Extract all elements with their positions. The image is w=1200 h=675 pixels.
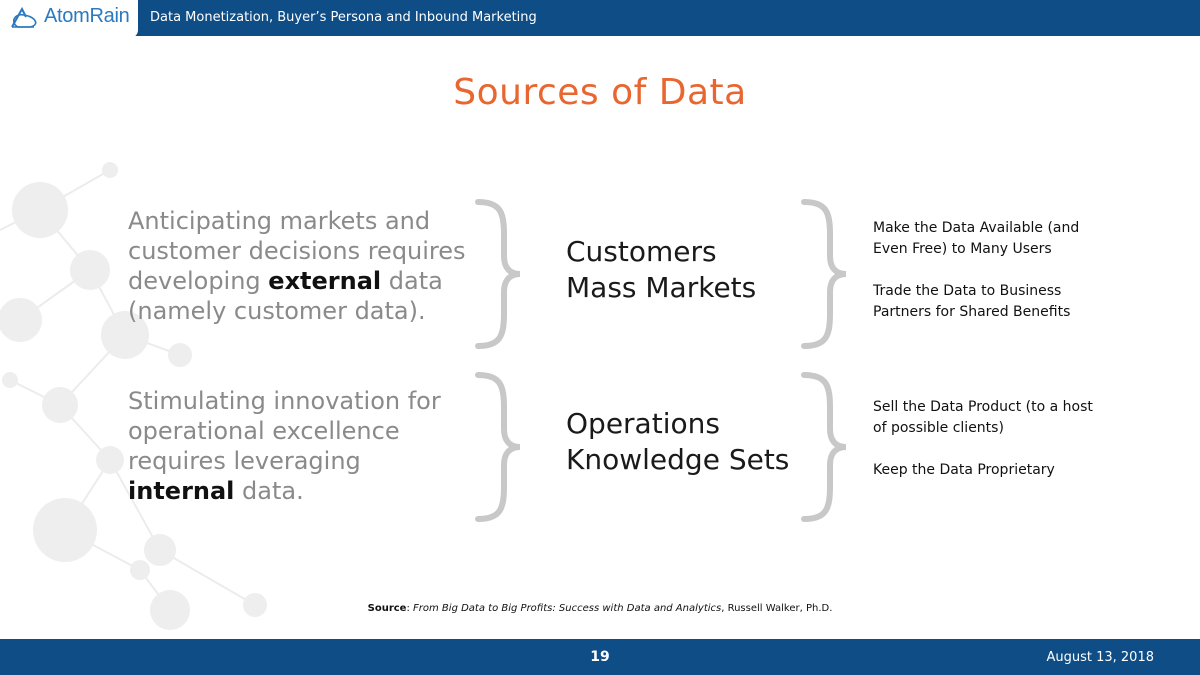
row1-left-emphasis: external [268,267,382,295]
row1-left-text: Anticipating markets and customer decisi… [128,206,468,326]
footer-bar: 19 August 13, 2018 [0,639,1200,675]
atomrain-logo-icon [11,6,37,28]
page-number: 19 [590,649,610,665]
footer-date: August 13, 2018 [1046,650,1154,665]
network-background-decoration [0,162,267,630]
row2-left-text-part: data. [234,477,304,505]
row2-middle-line: Knowledge Sets [566,443,790,476]
row1-left-text-part: Anticipating markets and customer decisi… [128,207,466,295]
row1-right-brace [801,199,847,349]
logo: AtomRain [0,0,138,38]
row1-middle-line: Customers [566,235,717,268]
source-author: , Russell Walker, Ph.D. [721,603,833,614]
slide-title: Sources of Data [453,72,747,113]
header-bar: AtomRain Data Monetization, Buyer’s Pers… [0,0,1200,38]
source-label: Source [367,603,407,614]
row1-left-text-part: data (namely customer data). [128,267,443,325]
row2-right-list: Sell the Data Product (to a host of poss… [873,397,1103,502]
source-citation: Source: From Big Data to Big Profits: Su… [0,603,1200,614]
source-separator: : [406,603,414,614]
row2-left-brace [475,372,521,522]
source-book-title: From Big Data to Big Profits: Success wi… [413,603,722,614]
row2-left-text: Stimulating innovation for operational e… [128,386,468,506]
deck-title: Data Monetization, Buyer’s Persona and I… [150,10,537,25]
row1-right-item: Make the Data Available (and Even Free) … [873,220,1080,257]
row2-middle-line: Operations [566,407,720,440]
logo-text: AtomRain [44,5,130,27]
row2-right-item: Sell the Data Product (to a host of poss… [873,399,1093,436]
row2-right-item: Keep the Data Proprietary [873,462,1055,478]
row2-left-text-part: Stimulating innovation for operational e… [128,387,441,475]
row1-left-brace [475,199,521,349]
row1-right-item: Trade the Data to Business Partners for … [873,283,1071,320]
row2-left-emphasis: internal [128,477,235,505]
row2-right-brace [801,372,847,522]
row1-middle-label: Customers Mass Markets [566,234,756,306]
row2-middle-label: Operations Knowledge Sets [566,406,789,478]
row1-middle-line: Mass Markets [566,271,757,304]
row1-right-list: Make the Data Available (and Even Free) … [873,218,1103,344]
